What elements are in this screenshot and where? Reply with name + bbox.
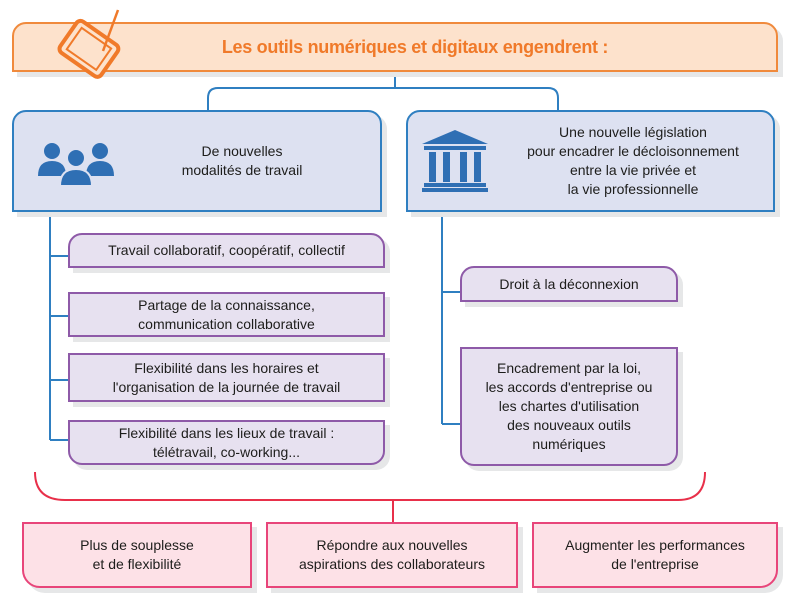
- item-text: des nouveaux outils: [507, 417, 631, 433]
- item-text: télétravail, co-working...: [152, 443, 301, 460]
- result-aspirations: Répondre aux nouvelles aspirations des co…: [266, 522, 518, 588]
- title-text: Les outils numériques et digitaux engend…: [221, 36, 609, 57]
- result-text: Augmenter les performances: [565, 537, 745, 553]
- item-text: Encadrement par la loi,: [497, 360, 641, 376]
- left-item-1: Travail collaboratif, coopératif, collec…: [68, 233, 385, 268]
- title-connector: [207, 72, 559, 110]
- label-line: De nouvelles: [201, 143, 283, 159]
- result-text: et de flexibilité: [92, 556, 182, 572]
- label-line: la vie professionnelle: [567, 181, 699, 197]
- people-group-icon: [38, 143, 114, 187]
- label-line: entre la vie privée et: [569, 162, 697, 178]
- tablet-pen-icon: [57, 9, 121, 79]
- result-flexibility: Plus de souplesse et de flexibilité: [22, 522, 252, 588]
- courthouse-icon: [422, 130, 488, 192]
- item-text: Flexibilité dans les horaires et: [134, 359, 319, 376]
- left-item-4: Flexibilité dans les lieux de travail : t…: [68, 420, 385, 465]
- result-performance: Augmenter les performances de l'entrepris…: [532, 522, 778, 588]
- right-item-1: Droit à la déconnexion: [460, 266, 678, 302]
- right-item-2: Encadrement par la loi, les accords d'en…: [460, 347, 678, 466]
- result-text: aspirations des collaborateurs: [299, 556, 485, 572]
- item-text: numériques: [532, 436, 606, 452]
- result-text: Plus de souplesse: [80, 537, 194, 553]
- result-text: Répondre aux nouvelles: [316, 537, 468, 553]
- category-new-work-modes: De nouvelles modalités de travail: [12, 110, 382, 212]
- item-text: l'organisation de la journée de travail: [112, 378, 341, 395]
- label-line: Une nouvelle législation: [559, 124, 707, 140]
- title-banner: Les outils numériques et digitaux engend…: [12, 22, 778, 72]
- item-text: communication collaborative: [138, 315, 315, 332]
- left-branch-lines: [49, 212, 68, 441]
- left-item-2: Partage de la connaissance, communication…: [68, 292, 385, 337]
- label-line: pour encadrer le décloisonnement: [527, 143, 739, 159]
- left-item-3: Flexibilité dans les horaires et l'organi…: [68, 353, 385, 402]
- item-text: Travail collaboratif, coopératif, collec…: [108, 242, 345, 258]
- item-text: les chartes d'utilisation: [498, 398, 640, 414]
- result-text: de l'entreprise: [611, 556, 699, 572]
- right-branch-lines: [441, 212, 460, 425]
- category-label: Une nouvelle législation pour encadrer l…: [527, 123, 739, 199]
- label-line: modalités de travail: [181, 162, 303, 178]
- item-text: Droit à la déconnexion: [499, 275, 639, 292]
- item-text: Flexibilité dans les lieux de travail :: [118, 424, 335, 441]
- red-brace: [34, 471, 706, 522]
- item-text: Partage de la connaissance,: [138, 296, 315, 313]
- item-text: les accords d'entreprise ou: [485, 379, 653, 395]
- category-label: De nouvelles modalités de travail: [182, 142, 303, 180]
- category-new-legislation: Une nouvelle législation pour encadrer l…: [406, 110, 775, 212]
